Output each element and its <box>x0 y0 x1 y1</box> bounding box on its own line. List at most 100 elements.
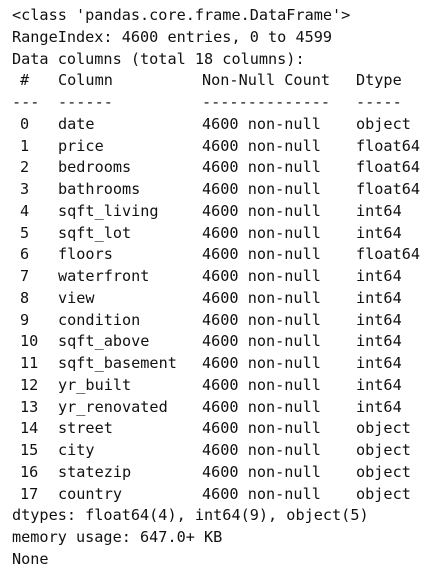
row-non-null-count: 4600 non-null <box>202 267 321 285</box>
row-column-name: condition <box>58 310 141 329</box>
row-column-name: bathrooms <box>58 180 141 198</box>
separator-index: --- <box>12 93 40 111</box>
row-index: 12 <box>20 375 39 394</box>
range-index-line: RangeIndex: 4600 entries, 0 to 4599 <box>12 27 333 46</box>
table-row: 8 view 4600 non-null int64 <box>12 288 433 310</box>
row-index: 16 <box>20 462 39 481</box>
row-column-name: yr_built <box>58 375 132 394</box>
table-row: 17 country 4600 non-null object <box>12 484 433 506</box>
table-row: 3 bathrooms 4600 non-null float64 <box>12 179 433 201</box>
row-index: 9 <box>20 310 30 329</box>
row-non-null-count: 4600 non-null <box>202 397 321 416</box>
table-row: 1 price 4600 non-null float64 <box>12 136 433 158</box>
row-column-name: city <box>58 441 95 459</box>
row-column-name: bedrooms <box>58 158 132 177</box>
row-column-name: view <box>58 288 95 307</box>
row-non-null-count: 4600 non-null <box>202 245 321 264</box>
row-column-name: sqft_above <box>58 332 150 351</box>
row-non-null-count: 4600 non-null <box>202 158 321 177</box>
return-value-line: None <box>12 549 49 568</box>
row-index: 2 <box>20 158 30 177</box>
row-index: 14 <box>20 419 39 438</box>
row-index: 13 <box>20 397 39 416</box>
row-dtype: int64 <box>356 397 402 416</box>
row-dtype: float64 <box>356 158 421 177</box>
table-row: 15 city 4600 non-null object <box>12 440 433 462</box>
row-dtype: float64 <box>356 245 421 264</box>
separator-non-null-count: -------------- <box>202 93 331 111</box>
row-column-name: yr_renovated <box>58 397 168 416</box>
row-non-null-count: 4600 non-null <box>202 484 321 503</box>
dtypes-summary-line: dtypes: float64(4), int64(9), object(5) <box>12 506 369 525</box>
memory-usage-line: memory usage: 647.0+ KB <box>12 528 223 546</box>
row-column-name: sqft_living <box>58 201 159 220</box>
row-index: 4 <box>20 201 30 220</box>
row-dtype: object <box>356 114 411 133</box>
row-index: 6 <box>20 245 30 264</box>
table-separator-row: --- ------ -------------- ----- <box>12 92 433 114</box>
row-non-null-count: 4600 non-null <box>202 288 321 307</box>
row-non-null-count: 4600 non-null <box>202 136 321 155</box>
row-dtype: int64 <box>356 332 402 351</box>
row-index: 1 <box>20 136 30 155</box>
row-dtype: int64 <box>356 288 402 307</box>
row-dtype: object <box>356 484 411 503</box>
header-non-null-count: Non-Null Count <box>202 71 331 90</box>
row-index: 17 <box>20 484 39 503</box>
row-non-null-count: 4600 non-null <box>202 419 321 438</box>
row-column-name: waterfront <box>58 267 150 285</box>
row-dtype: int64 <box>356 223 402 242</box>
row-dtype: object <box>356 462 411 481</box>
row-non-null-count: 4600 non-null <box>202 201 321 220</box>
row-index: 0 <box>20 114 30 133</box>
row-index: 8 <box>20 288 30 307</box>
table-row: 9 condition 4600 non-null int64 <box>12 310 433 332</box>
row-dtype: int64 <box>356 201 402 220</box>
separator-dtype: ----- <box>356 93 402 111</box>
row-index: 15 <box>20 441 39 459</box>
row-non-null-count: 4600 non-null <box>202 310 321 329</box>
table-row: 6 floors 4600 non-null float64 <box>12 244 433 266</box>
row-index: 10 <box>20 332 39 351</box>
row-column-name: statezip <box>58 462 132 481</box>
separator-column: ------ <box>58 93 113 111</box>
row-non-null-count: 4600 non-null <box>202 223 321 242</box>
class-line: <class 'pandas.core.frame.DataFrame'> <box>12 6 351 24</box>
table-row: 16 statezip 4600 non-null object <box>12 462 433 484</box>
header-dtype: Dtype <box>356 71 402 90</box>
row-dtype: int64 <box>356 267 402 285</box>
row-dtype: object <box>356 419 411 438</box>
row-index: 5 <box>20 223 30 242</box>
row-column-name: floors <box>58 245 113 264</box>
table-row: 7 waterfront 4600 non-null int64 <box>12 266 433 288</box>
row-non-null-count: 4600 non-null <box>202 332 321 351</box>
row-dtype: object <box>356 441 411 459</box>
row-index: 7 <box>20 267 30 285</box>
row-column-name: price <box>58 136 104 155</box>
data-columns-line: Data columns (total 18 columns): <box>12 49 305 68</box>
row-column-name: country <box>58 484 123 503</box>
row-dtype: int64 <box>356 354 402 372</box>
row-dtype: float64 <box>356 136 421 155</box>
row-dtype: int64 <box>356 375 402 394</box>
row-index: 3 <box>20 180 30 198</box>
row-non-null-count: 4600 non-null <box>202 354 321 372</box>
row-non-null-count: 4600 non-null <box>202 114 321 133</box>
row-dtype: int64 <box>356 310 402 329</box>
row-dtype: float64 <box>356 180 421 198</box>
row-non-null-count: 4600 non-null <box>202 441 321 459</box>
row-column-name: sqft_basement <box>58 354 177 372</box>
table-row: 4 sqft_living 4600 non-null int64 <box>12 201 433 223</box>
row-non-null-count: 4600 non-null <box>202 180 321 198</box>
table-row: 10 sqft_above 4600 non-null int64 <box>12 331 433 353</box>
row-non-null-count: 4600 non-null <box>202 375 321 394</box>
row-non-null-count: 4600 non-null <box>202 462 321 481</box>
row-column-name: sqft_lot <box>58 223 132 242</box>
table-row: 2 bedrooms 4600 non-null float64 <box>12 157 433 179</box>
table-row: 13 yr_renovated 4600 non-null int64 <box>12 397 433 419</box>
row-column-name: street <box>58 419 113 438</box>
header-index: # <box>20 71 30 90</box>
